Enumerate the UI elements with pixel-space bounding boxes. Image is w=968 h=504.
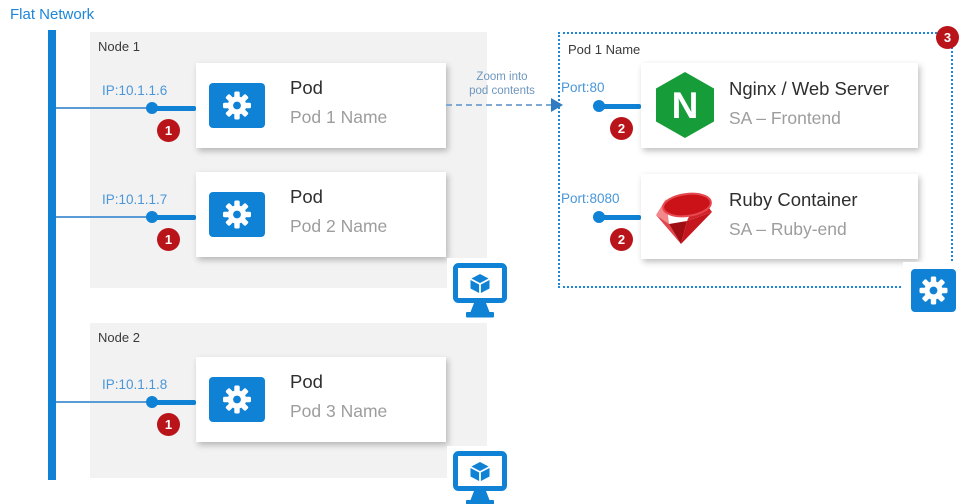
container-port-label: Port:8080 [561,191,620,206]
network-connector-line [56,216,146,218]
step-badge-1: 1 [157,228,180,251]
zoom-arrow-label-line2: pod contents [469,85,535,97]
pod-card: Pod Pod 2 Name [196,172,446,257]
gear-icon [209,377,265,427]
flat-network-label: Flat Network [10,6,95,23]
ruby-logo-icon [655,186,715,253]
gear-icon [209,192,265,242]
vm-monitor-cube-icon [453,451,507,504]
pod-ip-label: IP:10.1.1.7 [102,192,168,207]
vm-monitor-cube-icon [453,263,507,324]
container-card-title: Ruby Container [729,189,858,210]
container-link-line [598,104,641,109]
gear-icon [209,83,265,133]
container-port-label: Port:80 [561,80,605,95]
container-card-title: Nginx / Web Server [729,78,890,99]
node-1-vm-icon-backing [447,258,513,320]
network-backbone-line [48,30,56,480]
network-connector-line [56,401,146,403]
node-1-label: Node 1 [98,39,140,54]
pod-ip-label: IP:10.1.1.6 [102,83,168,98]
nginx-logo-icon: N [656,72,714,143]
pod-detail-settings-backing [903,262,965,319]
node-2-label: Node 2 [98,330,140,345]
pod-detail-label: Pod 1 Name [568,42,641,57]
pod-card: Pod Pod 3 Name [196,357,446,442]
container-card: N Nginx / Web Server SA – Frontend [641,63,918,148]
node-2-vm-icon-backing [447,446,513,504]
step-badge-2: 2 [610,228,633,251]
zoom-arrow-dashed-line [446,104,552,106]
container-card-subtitle: SA – Frontend [729,108,841,128]
pod-card-title: Pod [290,77,323,98]
zoom-arrow-label-line1: Zoom into [476,71,528,83]
pod-link-line [151,400,196,405]
network-connector-line [56,107,146,109]
step-badge-2: 2 [610,117,633,140]
pod-card-subtitle: Pod 2 Name [290,216,388,236]
gear-icon [911,269,956,312]
container-card-subtitle: SA – Ruby-end [729,219,847,239]
pod-card-subtitle: Pod 1 Name [290,107,388,127]
pod-link-line [151,215,196,220]
container-link-line [598,215,641,220]
zoom-arrow-head [551,98,563,112]
container-card: Ruby Container SA – Ruby-end [641,174,918,259]
pod-ip-label: IP:10.1.1.8 [102,377,168,392]
pod-card-subtitle: Pod 3 Name [290,401,388,421]
nginx-logo-letter: N [672,85,699,126]
step-badge-3: 3 [936,26,959,49]
step-badge-1: 1 [157,119,180,142]
pod-card-title: Pod [290,371,323,392]
pod-link-line [151,106,196,111]
step-badge-1: 1 [157,413,180,436]
pod-card: Pod Pod 1 Name [196,63,446,148]
pod-card-title: Pod [290,186,323,207]
